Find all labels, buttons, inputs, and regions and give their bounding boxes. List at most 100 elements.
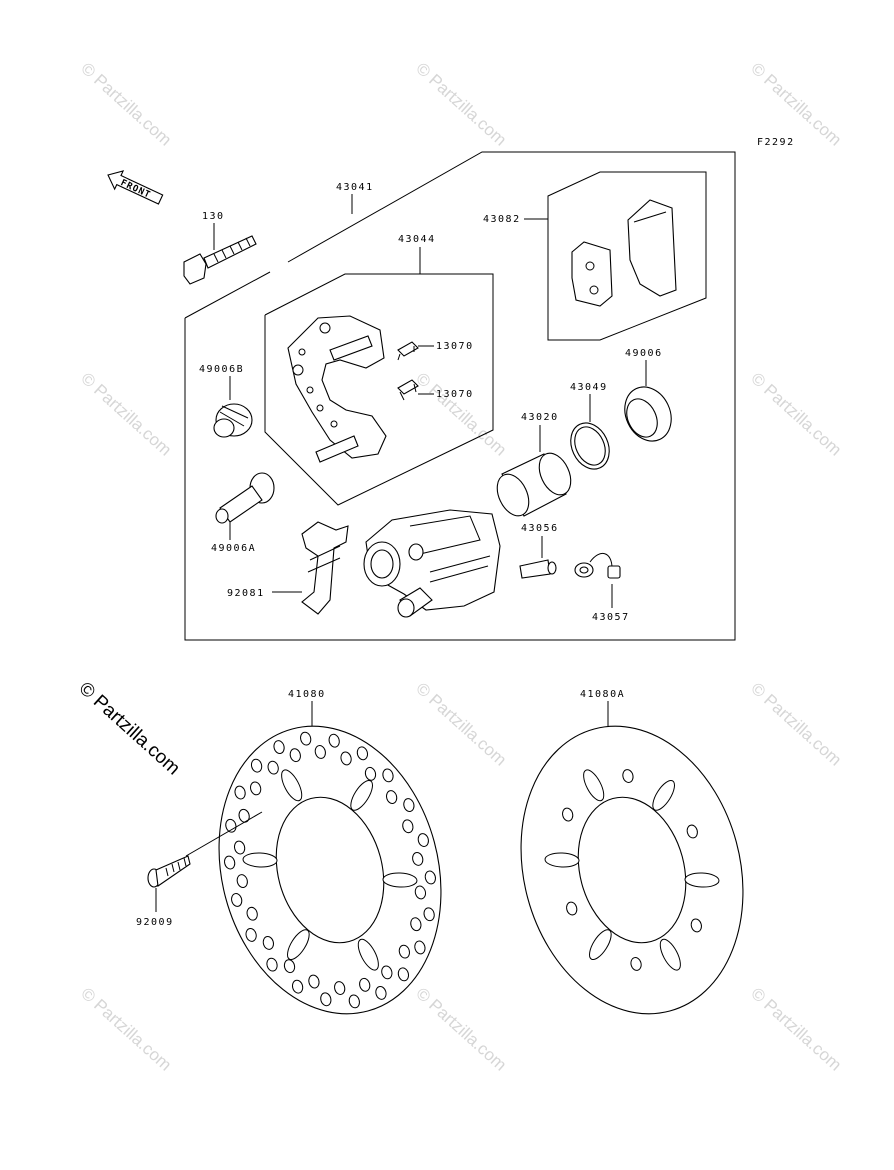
- disc-hole: [690, 918, 702, 933]
- watermark: © Partzilla.com: [412, 369, 510, 460]
- disc-hole: [410, 917, 422, 932]
- label-43082: 43082: [483, 214, 521, 225]
- screw-92009: [147, 855, 191, 888]
- disc-hole: [250, 758, 263, 773]
- watermark: © Partzilla.com: [412, 984, 510, 1075]
- disc-hole: [300, 731, 312, 746]
- disc-hole: [414, 940, 426, 955]
- disc-hole: [250, 781, 262, 796]
- figure-code: F2292: [757, 137, 795, 148]
- disc-hole: [224, 855, 236, 870]
- label-43057: 43057: [592, 612, 630, 623]
- disc-hole: [308, 974, 320, 989]
- disc-hole: [386, 790, 398, 804]
- disc-hole: [381, 965, 393, 980]
- disc-hole: [423, 907, 435, 922]
- disc-slot: [652, 780, 675, 811]
- disc-hole: [414, 885, 427, 900]
- disc-hole: [291, 979, 304, 994]
- boot-49006B: [213, 403, 253, 438]
- disc-hole: [246, 906, 258, 921]
- watermark: © Partzilla.com: [77, 59, 175, 150]
- bolt-130: [183, 235, 257, 285]
- leader-92009-axis: [185, 811, 263, 857]
- pad-clip-lower: [397, 379, 419, 401]
- disc-hole: [566, 901, 578, 916]
- watermark: © Partzilla.com: [747, 984, 845, 1075]
- disc-hole: [231, 893, 243, 907]
- disc-hole: [262, 936, 274, 950]
- disc-slot: [544, 852, 580, 868]
- bracket-assembly-outline: [264, 273, 494, 506]
- pad-clip-upper: [397, 341, 419, 361]
- disc-hole: [412, 852, 424, 866]
- disc-hole: [686, 824, 698, 839]
- disc-hole: [314, 745, 326, 759]
- piston-seal-43049: [570, 422, 610, 470]
- caliper-assembly-outline-edge: [184, 271, 271, 319]
- front-arrow: FRONT: [107, 170, 164, 205]
- bleed-cap-43057: [574, 553, 621, 579]
- label-49006B: 49006B: [199, 364, 244, 375]
- pad-spring-92081: [301, 521, 349, 615]
- disc-hole: [630, 957, 642, 971]
- watermark: © Partzilla.com: [412, 59, 510, 150]
- label-13070-upper: 13070: [436, 341, 474, 352]
- caliper-assembly-outline: [184, 151, 736, 641]
- label-43041: 43041: [336, 182, 374, 193]
- disc-hole: [320, 992, 332, 1007]
- label-13070-lower: 13070: [436, 389, 474, 400]
- label-130: 130: [202, 211, 225, 222]
- label-49006: 49006: [625, 348, 663, 359]
- disc-hole: [375, 985, 387, 1000]
- disc-hole: [348, 994, 360, 1009]
- disc-slot: [382, 872, 418, 888]
- disc-slot: [659, 938, 681, 971]
- disc-slot: [287, 929, 310, 960]
- disc-hole: [236, 874, 248, 888]
- disc-slot: [589, 929, 612, 960]
- disc-hole: [334, 981, 346, 995]
- label-43056: 43056: [521, 523, 559, 534]
- watermark: © Partzilla.com: [747, 679, 845, 770]
- disc-hole: [417, 833, 429, 847]
- label-92081: 92081: [227, 588, 265, 599]
- disc-hole: [233, 840, 246, 855]
- disc-hole: [266, 957, 278, 972]
- disc-slot: [684, 872, 720, 888]
- disc-hole: [402, 819, 414, 834]
- caliper-body: [363, 509, 501, 618]
- piston-43020: [496, 452, 572, 517]
- watermark: © Partzilla.com: [747, 369, 845, 460]
- disc-hole: [273, 740, 285, 755]
- watermark: © Partzilla.com: [747, 59, 845, 150]
- disc-hole: [398, 944, 410, 959]
- disc-hole: [328, 733, 340, 748]
- disc-hole: [622, 769, 634, 783]
- disc-hole: [382, 768, 394, 783]
- disc-hole: [245, 928, 257, 942]
- dust-seal-49006: [624, 386, 672, 442]
- brake-pad-front: [627, 199, 677, 297]
- brake-pads-outline: [547, 171, 707, 341]
- label-49006A: 49006A: [211, 543, 256, 554]
- disc-hole: [267, 760, 279, 775]
- disc-slot: [583, 769, 605, 802]
- disc-hole: [397, 967, 410, 982]
- brake-disc-41080A: [520, 725, 744, 1015]
- disc-hole: [238, 808, 250, 823]
- front-arrow-icon: [107, 170, 164, 205]
- disc-slot: [357, 938, 379, 971]
- front-label: FRONT: [119, 178, 152, 201]
- disc-hole: [364, 766, 377, 781]
- disc-slot: [242, 852, 278, 868]
- disc-hole: [234, 785, 246, 800]
- disc-slot: [350, 780, 373, 811]
- label-41080A: 41080A: [580, 689, 625, 700]
- watermark: © Partzilla.com: [77, 984, 175, 1075]
- watermark: © Partzilla.com: [412, 679, 510, 770]
- label-43044: 43044: [398, 234, 436, 245]
- label-41080: 41080: [288, 689, 326, 700]
- caliper-bracket: [287, 315, 387, 463]
